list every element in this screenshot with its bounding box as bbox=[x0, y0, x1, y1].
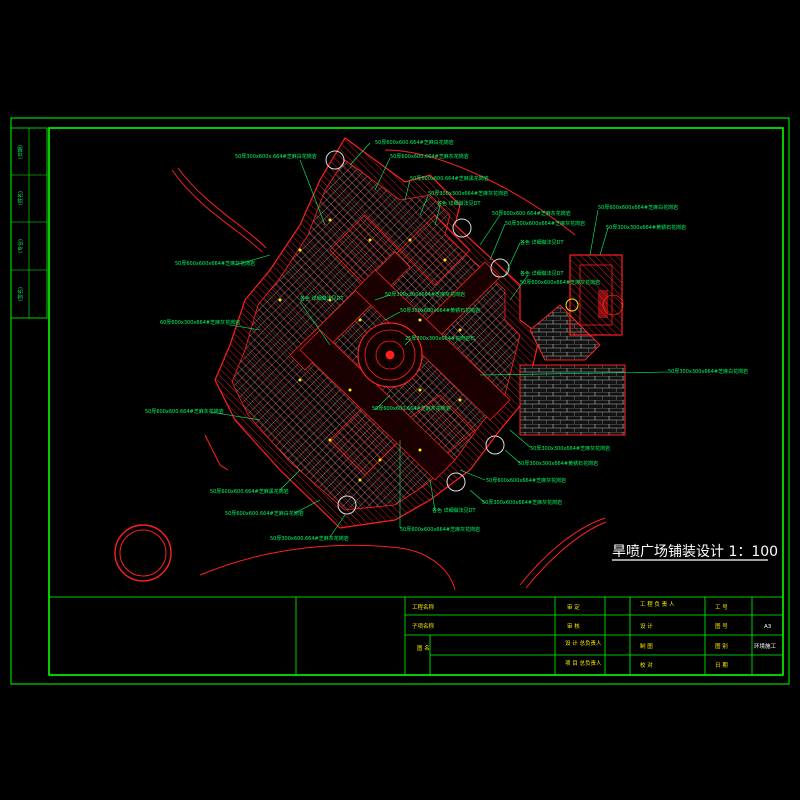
callout-label: 各色 详细做法见DT bbox=[300, 295, 344, 302]
callout-label: 50厚600x600x664#芝麻灰花岗岩 bbox=[400, 526, 480, 533]
callout-label: 50厚600x600x664#芝麻灰花岗岩 bbox=[520, 279, 600, 286]
title-block bbox=[48, 596, 784, 676]
callout-leaders bbox=[209, 142, 669, 538]
tb-sheet-size: A3 bbox=[764, 624, 772, 630]
callout-label: 各色 详细做法见DT bbox=[520, 239, 564, 246]
tb-review: 审 核 bbox=[567, 622, 580, 630]
tb-job-no: 工 号 bbox=[715, 604, 728, 611]
callout-label: 50厚300x600x.664#芝麻白花岗岩 bbox=[235, 153, 317, 160]
callout-label: 50厚600x600.664#芝麻黑花岗岩 bbox=[210, 488, 289, 495]
callout-label: 50厚600x600.664#芝麻灰花岗岩 bbox=[145, 408, 224, 415]
callout-label: 50厚300x300x664#黄锈石花岗岩 bbox=[518, 460, 598, 467]
tb-design-lead: 设 计 总负责人 bbox=[565, 639, 602, 647]
tb-drawing-name: 图 名 bbox=[417, 644, 430, 652]
callout-label: 50厚300x600.664#芝麻灰花岗岩 bbox=[270, 535, 349, 542]
side-label-signature: (签名) bbox=[17, 287, 24, 301]
tb-scale: 图 别 bbox=[715, 642, 728, 650]
callout-label: 50厚300x600x664#黄锈石花岗岩 bbox=[400, 307, 480, 314]
signoff-strip: (日期) (姓名) (专业) (签名) bbox=[10, 127, 48, 319]
round-planter bbox=[114, 524, 172, 582]
callout-label: 50厚600x600x664#芝麻灰花岗岩 bbox=[486, 477, 566, 484]
ground-lights bbox=[278, 218, 462, 482]
outer-frame bbox=[10, 117, 790, 685]
callout-label: 50厚300x300x664#芝麻灰花岗岩 bbox=[428, 190, 508, 197]
drawing-title-text: 旱喷广场铺装设计 1：100 bbox=[612, 544, 778, 560]
callout-label: 50厚600x600.664#芝麻灰花岗岩 bbox=[372, 405, 451, 412]
callout-label: 50厚600x600.664#芝麻白花岗岩 bbox=[225, 510, 304, 517]
callout-label: 各色 详细做法见DT bbox=[432, 507, 476, 514]
drawing-title: 旱喷广场铺装设计 1：100 bbox=[612, 544, 778, 561]
callout-label: 50厚300x300x664#芝麻灰花岗岩 bbox=[530, 445, 610, 452]
tb-sub-project: 子项名称 bbox=[412, 622, 435, 630]
site-boundary-curves bbox=[171, 149, 607, 591]
callout-label: 25厚300x300x664#花岗岩石 bbox=[405, 335, 475, 342]
tb-approve: 审 定 bbox=[567, 603, 580, 611]
tb-eng-lead: 工 程 负 责 人 bbox=[640, 600, 675, 608]
title-block-text: 工程名称 子项名称 图 名 审 定 审 核 设 计 总负责人 项 目 总负责人 … bbox=[412, 600, 777, 669]
tree-pits bbox=[325, 150, 510, 515]
callout-label: 50厚300x300x664#芝麻灰花岗岩 bbox=[385, 291, 465, 298]
side-label-date: (日期) bbox=[18, 145, 24, 159]
tb-check: 校 对 bbox=[640, 661, 653, 669]
tb-project-name: 工程名称 bbox=[412, 603, 435, 611]
callout-label: 50厚600x600.664#芝麻白花岗岩 bbox=[375, 139, 454, 146]
tb-drawing-no: 图 号 bbox=[715, 622, 728, 630]
callout-label: 50厚300x300x664#黄锈石花岗岩 bbox=[606, 224, 686, 231]
tb-date: 日 期 bbox=[715, 662, 728, 669]
callout-label: 60厚600x300x664#芝麻灰花岗岩 bbox=[160, 319, 240, 326]
plaza-paving bbox=[214, 137, 541, 529]
central-fountain bbox=[357, 322, 423, 388]
tb-draw: 制 图 bbox=[640, 642, 653, 650]
callout-label: 各色 详细做法见DT bbox=[437, 200, 481, 207]
plaza-annex bbox=[519, 254, 626, 436]
side-label-name: (姓名) bbox=[17, 191, 24, 205]
tb-project-lead: 项 目 总负责人 bbox=[565, 659, 602, 667]
callout-labels: 50厚300x600x.664#芝麻白花岗岩 50厚600x600.664#芝麻… bbox=[145, 139, 748, 542]
callout-label: 50厚600x600.664#芝麻黑花岗岩 bbox=[410, 175, 489, 182]
callout-label: 50厚300x600x664#芝麻灰花岗岩 bbox=[505, 220, 585, 227]
callout-label: 50厚600x600.664#芝麻灰花岗岩 bbox=[492, 210, 571, 217]
callout-label: 50厚300x600x664#芝麻灰花岗岩 bbox=[482, 499, 562, 506]
callout-label: 50厚600x600x664#芝麻白花岗岩 bbox=[598, 204, 678, 211]
callout-label: 50厚300x300x664#芝麻白花岗岩 bbox=[668, 368, 748, 375]
callout-label: 50厚600x600.664#芝麻灰花岗岩 bbox=[390, 153, 469, 160]
side-label-discipline: (专业) bbox=[17, 239, 24, 253]
tb-scale-value: 环境施工 bbox=[754, 642, 777, 650]
tb-design: 设 计 bbox=[640, 622, 653, 630]
callout-label: 50厚600x600x664#芝麻灰花岗岩 bbox=[175, 260, 255, 267]
callout-label: 各色 详细做法见DT bbox=[520, 270, 564, 277]
